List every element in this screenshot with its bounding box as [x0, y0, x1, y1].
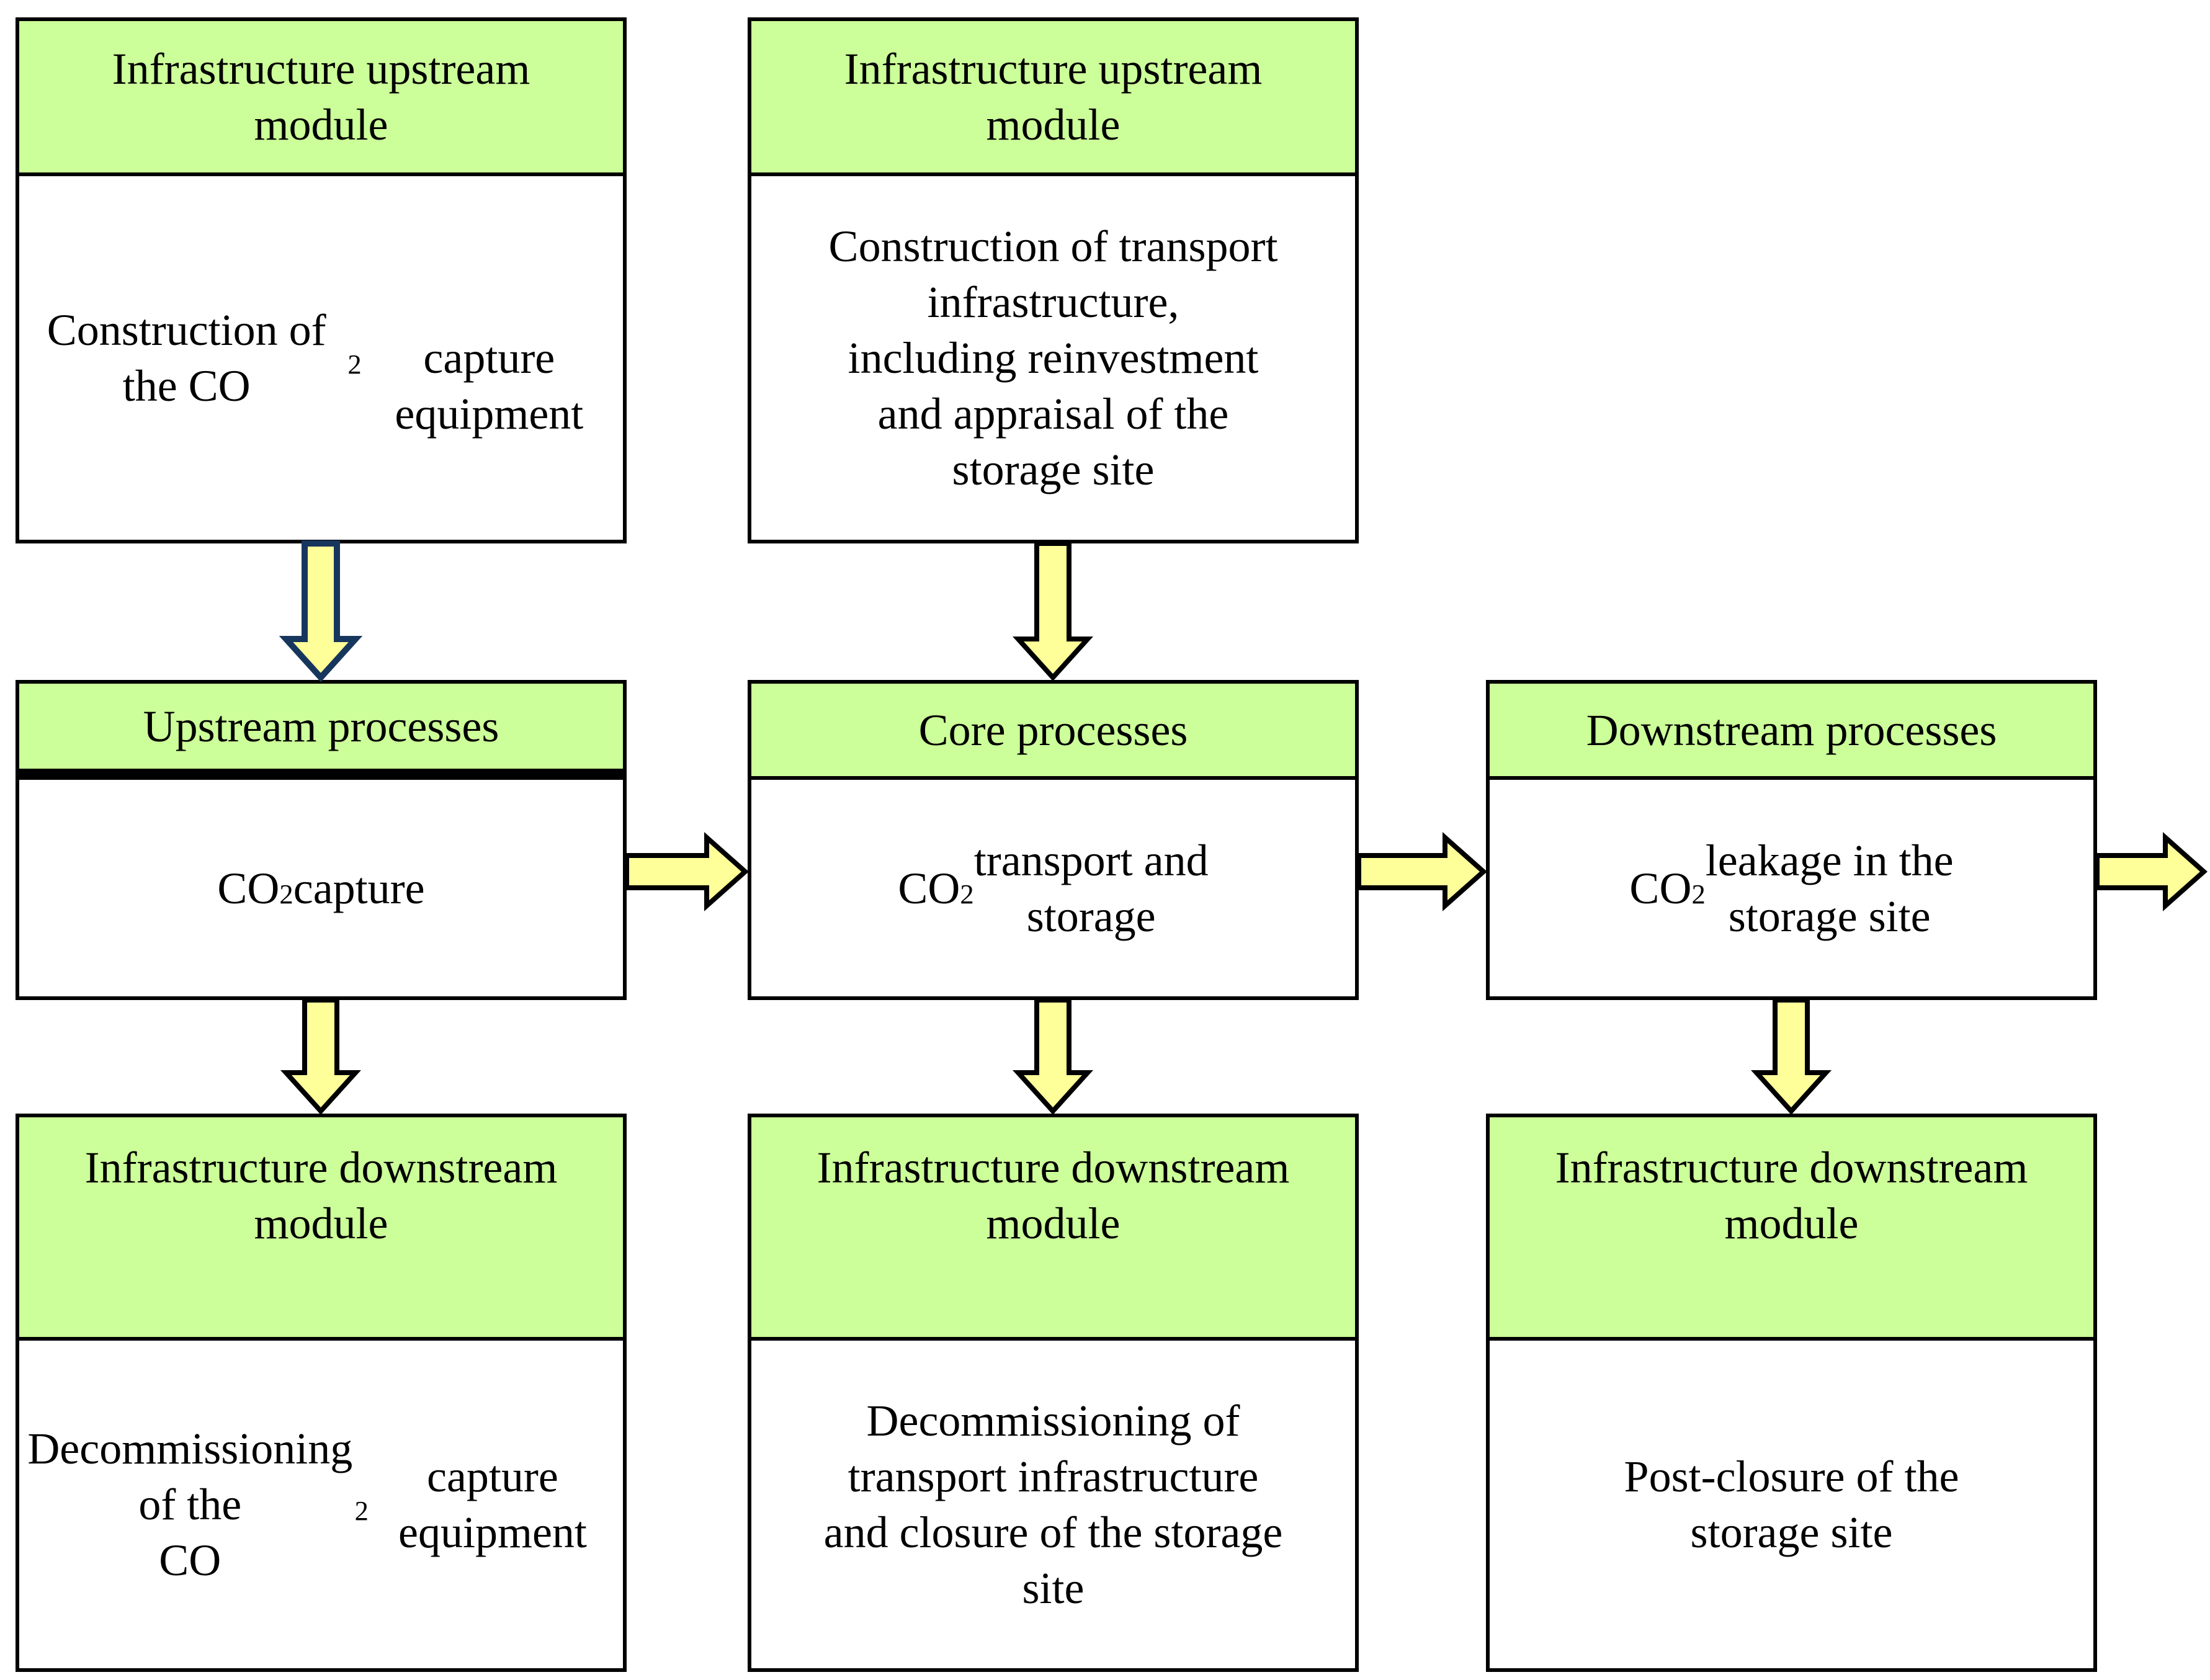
down-arrow-core-to-decommissioning	[1012, 998, 1094, 1115]
box-header: Core processes	[751, 684, 1355, 780]
down-arrow-downstream-to-postclosure	[1750, 998, 1832, 1115]
down-arrow-topcenter-to-core	[1012, 541, 1094, 681]
right-arrow-core-to-downstream	[1356, 832, 1488, 911]
box-header: Upstream processes	[19, 684, 623, 780]
right-arrow-upstream-to-core	[624, 832, 749, 911]
down-arrow-upstream-to-decommissioning	[280, 998, 362, 1115]
right-arrow-downstream-to-outside	[2095, 832, 2208, 911]
box-header: Downstream processes	[1490, 684, 2093, 780]
down-arrow-topleft-to-upstream	[279, 540, 363, 682]
